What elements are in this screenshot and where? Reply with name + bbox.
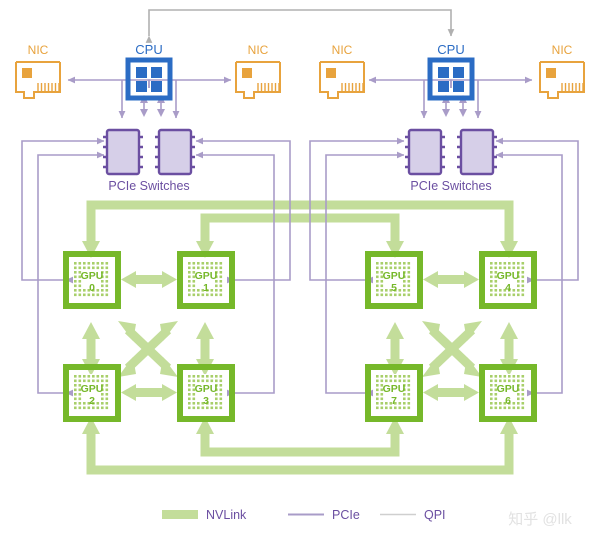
pcie-gpu5-to-swL <box>309 137 405 284</box>
gpu-4[interactable]: GPU 4 <box>479 251 537 309</box>
nvlink-gpu4-gpu7 <box>422 321 482 377</box>
pcie-switch-gpu-right <box>309 137 579 397</box>
cpu-right-label: CPU <box>437 42 464 57</box>
nic-mid-left-pins <box>257 83 280 92</box>
nic-far-right-label: NIC <box>552 43 573 57</box>
pcie-gpu4-to-swR <box>495 137 579 284</box>
watermark: 知乎 @llk <box>508 511 572 528</box>
gpu-0-name: GPU <box>81 270 104 282</box>
gpu-1-name: GPU <box>195 270 218 282</box>
gpu-2-die-dots <box>74 375 109 410</box>
gpu-3-die-dots <box>188 375 223 410</box>
gpu-2[interactable]: GPU 2 <box>63 364 121 422</box>
gpu-3-index: 3 <box>203 395 209 407</box>
nvlink-gpu3-gpu7 <box>200 428 400 457</box>
pcie-gpu6-to-swR <box>495 151 563 397</box>
qpi-link <box>145 9 455 43</box>
pcie-links <box>67 76 533 119</box>
nic-mid-left-label: NIC <box>248 43 269 57</box>
pcie-gpu7-to-swL <box>325 151 405 397</box>
pcie-switches-right-label: PCIe Switches <box>410 179 491 193</box>
pcie-switches-left-label: PCIe Switches <box>108 179 189 193</box>
nic-mid-left-chip <box>242 68 252 78</box>
legend-pcie-label: PCIe <box>332 508 360 522</box>
pcie-gpu3-to-swR <box>195 151 275 397</box>
legend-pcie[interactable]: PCIe <box>288 508 360 522</box>
legend-qpi[interactable]: QPI <box>380 508 446 522</box>
nvlink-gpu0-gpu4 <box>86 200 514 247</box>
cpu-right[interactable]: CPU <box>427 42 475 101</box>
cpu-left-label: CPU <box>135 42 162 57</box>
nic-mid-right-label: NIC <box>332 43 353 57</box>
pcie-cpu-switch-bidir <box>140 95 467 117</box>
nvlink-gpu2-gpu6 <box>86 428 514 475</box>
nvlink-gpu1-gpu2 <box>118 321 178 377</box>
legend-nvlink-label: NVLink <box>206 508 247 522</box>
nvlink-arrowheads <box>82 241 518 434</box>
pcie-switch-gpu-left <box>21 137 291 397</box>
nic-mid-right-chip <box>326 68 336 78</box>
gpu-7-index: 7 <box>391 395 397 407</box>
pcie-switch-right-2[interactable] <box>457 128 497 176</box>
nic-far-left[interactable]: NIC <box>15 43 61 99</box>
gpu-0[interactable]: GPU 0 <box>63 251 121 309</box>
pcie-gpu0-to-swL <box>21 137 105 284</box>
gpu-1-die-dots <box>188 262 223 297</box>
gpu-6-name: GPU <box>497 383 520 395</box>
legend-nvlink-swatch <box>162 510 198 519</box>
gpu-2-name: GPU <box>81 383 104 395</box>
nic-far-left-pins <box>37 83 60 92</box>
gpu-5-die-dots <box>376 262 411 297</box>
gpu-4-name: GPU <box>497 270 520 282</box>
pcie-switch-left-2[interactable] <box>155 128 195 176</box>
gpu-0-index: 0 <box>89 282 95 294</box>
nvlink-gpu2-gpu3 <box>121 384 177 401</box>
pcie-switches-left[interactable]: PCIe Switches <box>103 128 195 193</box>
gpu-5-name: GPU <box>383 270 406 282</box>
pcie-switch-right-1[interactable] <box>405 128 445 176</box>
gpu-4-index: 4 <box>505 282 511 294</box>
gpu-7-die-dots <box>376 375 411 410</box>
gpu-1[interactable]: GPU 1 <box>177 251 235 309</box>
nic-mid-left[interactable]: NIC <box>235 43 281 99</box>
pcie-gpu1-to-swR <box>195 137 291 284</box>
gpu-6-die-dots <box>490 375 525 410</box>
gpu-5-index: 5 <box>391 282 397 294</box>
gpu-4-die-dots <box>490 262 525 297</box>
gpu-1-index: 1 <box>203 282 209 294</box>
gpu-7[interactable]: GPU 7 <box>365 364 423 422</box>
nic-far-right-chip <box>546 68 556 78</box>
nvlink-gpu1-gpu5 <box>200 213 400 247</box>
nic-mid-right-pins <box>341 83 364 92</box>
nic-far-left-label: NIC <box>28 43 49 57</box>
legend-nvlink[interactable]: NVLink <box>162 508 247 522</box>
gpu-7-name: GPU <box>383 383 406 395</box>
pcie-switches-right[interactable]: PCIe Switches <box>405 128 497 193</box>
pcie-switch-left-1[interactable] <box>103 128 143 176</box>
legend-qpi-label: QPI <box>424 508 446 522</box>
gpu-6[interactable]: GPU 6 <box>479 364 537 422</box>
nvlink-gpu7-gpu6 <box>423 384 479 401</box>
nvlink-gpu5-gpu4 <box>423 271 479 288</box>
gpu-3-name: GPU <box>195 383 218 395</box>
cpu-left[interactable]: CPU <box>125 42 173 101</box>
pcie-cpuL-nic-mid-left <box>148 76 232 88</box>
legend: NVLink PCIe QPI <box>162 508 446 522</box>
pcie-gpu2-to-swL <box>37 151 105 397</box>
gpu-3[interactable]: GPU 3 <box>177 364 235 422</box>
nic-far-right-pins <box>561 83 584 92</box>
gpu-2-index: 2 <box>89 395 95 407</box>
nic-mid-right[interactable]: NIC <box>319 43 365 99</box>
gpu-5[interactable]: GPU 5 <box>365 251 423 309</box>
nvlink-gpu0-gpu1 <box>121 271 177 288</box>
pcie-cpuR-nic-far-right <box>450 76 533 88</box>
nic-far-right[interactable]: NIC <box>539 43 585 99</box>
gpu-6-index: 6 <box>505 395 511 407</box>
nic-far-left-chip <box>22 68 32 78</box>
gpu-0-die-dots <box>74 262 109 297</box>
